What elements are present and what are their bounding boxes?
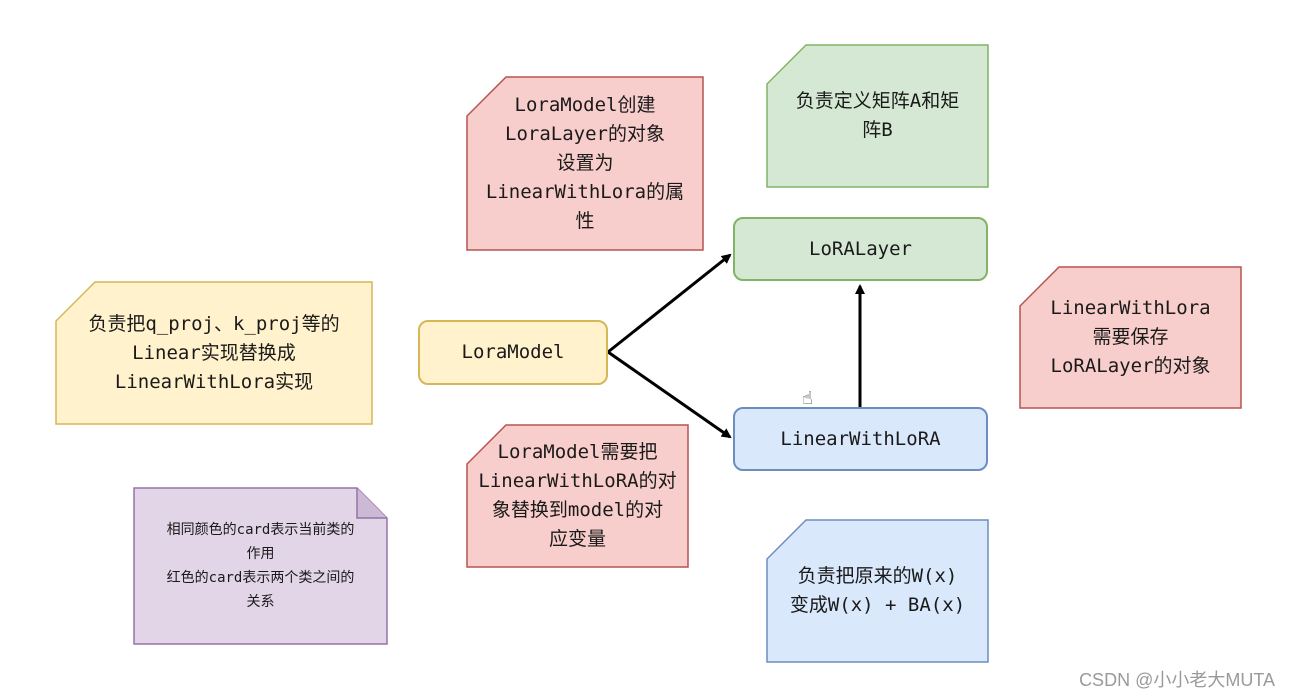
note-linear-hold-text: LinearWithLora 需要保存 LoRALayer的对象: [1050, 297, 1211, 377]
note-loramodel-role: 负责把q_proj、k_proj等的 Linear实现替换成 LinearWit…: [55, 281, 373, 425]
note-legend-text: 相同颜色的card表示当前类的 作用 红色的card表示两个类之间的 关系: [166, 522, 355, 610]
arrow-loramodel-to-loralayer: [607, 253, 732, 354]
note-linear-hold-relation: LinearWithLora 需要保存 LoRALayer的对象: [1019, 266, 1242, 409]
arrow-loramodel-to-linearwithlora: [607, 350, 732, 439]
node-linearwithlora: LinearWithLoRA: [733, 407, 988, 471]
note-legend: 相同颜色的card表示当前类的 作用 红色的card表示两个类之间的 关系: [133, 487, 388, 645]
note-loralayer-role: 负责定义矩阵A和矩 阵B: [766, 44, 989, 188]
node-loralayer: LoRALayer: [733, 217, 988, 281]
note-linearwithlora-role: 负责把原来的W(x) 变成W(x) + BA(x): [766, 519, 989, 663]
note-loramodel-create-text: LoraModel创建 LoraLayer的对象 设置为 LinearWithL…: [485, 94, 685, 232]
note-loramodel-replace-relation: LoraModel需要把 LinearWithLoRA的对 象替换到model的…: [466, 424, 689, 568]
note-loramodel-role-text: 负责把q_proj、k_proj等的 Linear实现替换成 LinearWit…: [88, 312, 340, 393]
note-loramodel-replace-text: LoraModel需要把 LinearWithLoRA的对 象替换到model的…: [478, 441, 677, 550]
watermark: CSDN @小小老大MUTA: [1079, 670, 1275, 690]
note-loralayer-role-text: 负责定义矩阵A和矩 阵B: [795, 90, 960, 141]
note-linearwithlora-role-text: 负责把原来的W(x) 变成W(x) + BA(x): [789, 565, 966, 616]
note-loramodel-create-relation: LoraModel创建 LoraLayer的对象 设置为 LinearWithL…: [466, 76, 704, 251]
node-loramodel: LoraModel: [418, 320, 608, 385]
hand-cursor-icon: ☝: [802, 388, 813, 409]
